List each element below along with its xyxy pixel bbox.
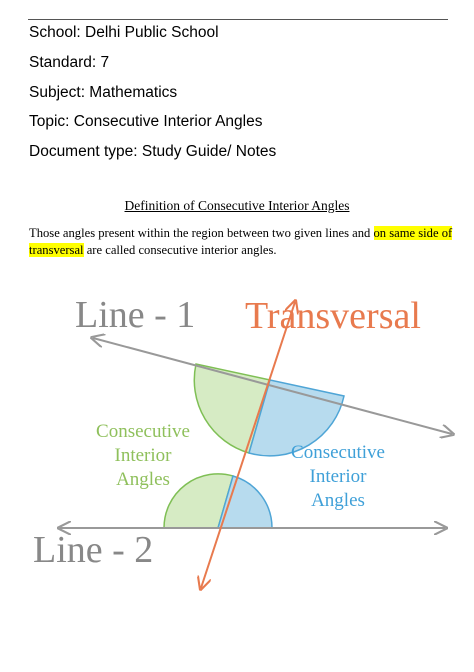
- definition-paragraph: Those angles present within the region b…: [29, 225, 459, 259]
- transversal-label: Transversal: [245, 295, 421, 337]
- school-line: School: Delhi Public School: [29, 24, 219, 41]
- definition-text-2: are called consecutive interior angles.: [83, 243, 277, 257]
- left-label-line-1: Consecutive: [96, 421, 190, 442]
- right-label-line-3: Angles: [311, 490, 365, 511]
- document-type-line: Document type: Study Guide/ Notes: [29, 143, 277, 160]
- angles-diagram: Line - 1 Line - 2 Transversal Consecutiv…: [33, 294, 474, 672]
- right-angle-label: Consecutive Interior Angles: [291, 442, 385, 511]
- section-heading: Definition of Consecutive Interior Angle…: [124, 198, 350, 213]
- subject-line: Subject: Mathematics: [29, 84, 178, 101]
- topic-line: Topic: Consecutive Interior Angles: [29, 113, 263, 130]
- right-label-line-2: Interior: [310, 466, 368, 487]
- left-angle-label: Consecutive Interior Angles: [96, 421, 190, 490]
- definition-text-1: Those angles present within the region b…: [29, 226, 374, 240]
- left-label-line-2: Interior: [115, 445, 173, 466]
- standard-line: Standard: 7: [29, 54, 110, 71]
- transversal-line: [201, 302, 295, 588]
- left-label-line-3: Angles: [116, 469, 170, 490]
- top-rule: [28, 19, 448, 20]
- line-1-label: Line - 1: [75, 294, 195, 336]
- line-2-label: Line - 2: [33, 529, 153, 571]
- right-label-line-1: Consecutive: [291, 442, 385, 463]
